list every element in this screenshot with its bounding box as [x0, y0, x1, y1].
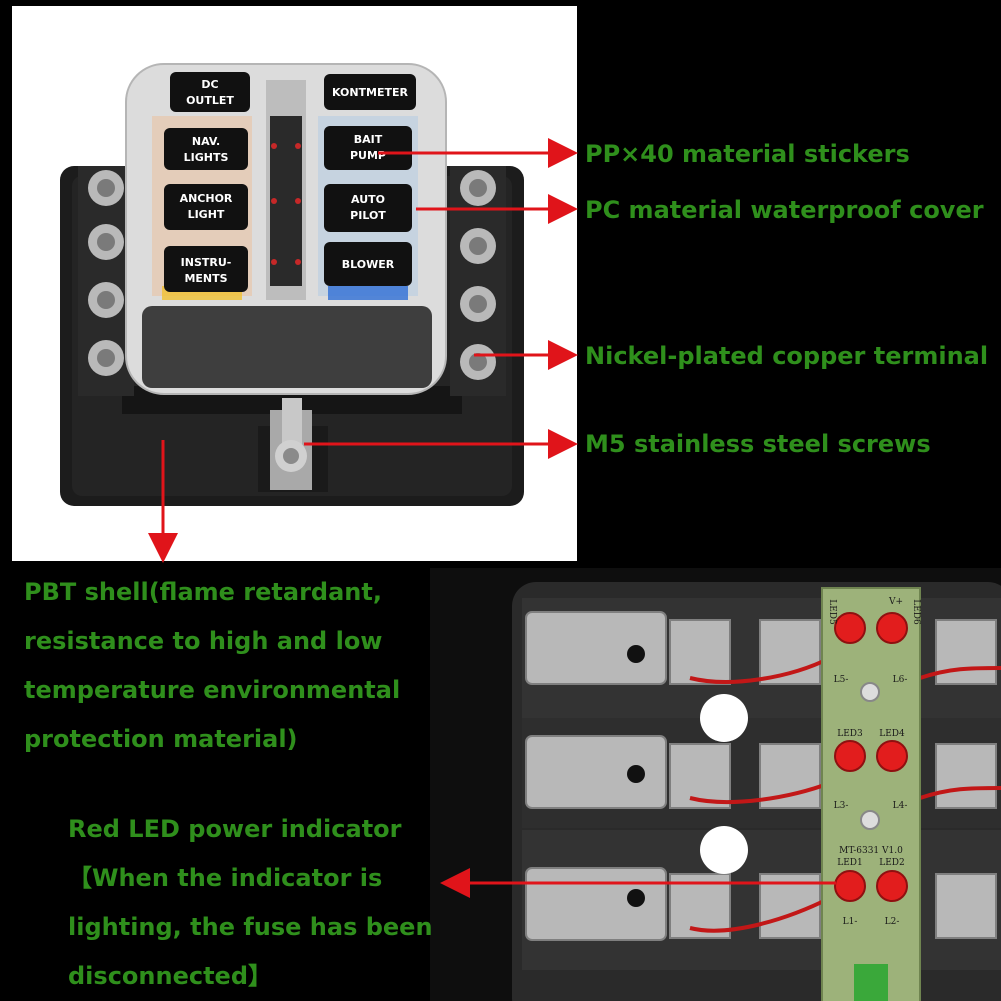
right-terminals — [450, 166, 506, 396]
sticker-instruments-line1: INSTRU- — [181, 256, 232, 269]
callout-led: Red LED power indicator 【When the indica… — [68, 805, 433, 1001]
callout-cover: PC material waterproof cover — [585, 196, 984, 224]
sticker-bait-pump-line1: BAIT — [354, 133, 383, 146]
callout-terminal: Nickel-plated copper terminal — [585, 342, 989, 370]
sticker-anchor-light-line2: LIGHT — [188, 208, 225, 221]
callout-shell: PBT shell(flame retardant, resistance to… — [24, 568, 400, 764]
sticker-nav-lights-line1: NAV. — [192, 135, 220, 148]
sticker-dc-outlet-line2: OUTLET — [186, 94, 234, 107]
sticker-kontmeter: KONTMETER — [332, 86, 409, 99]
sticker-auto-pilot-line1: AUTO — [351, 193, 385, 206]
callout-led-line-4: disconnected】 — [68, 962, 273, 990]
pcb-label-led6: LED6 — [911, 599, 921, 625]
pcb-label-l1: L1- — [843, 917, 858, 927]
callout-led-line-3: lighting, the fuse has been — [68, 913, 433, 941]
pcb-label-led5: LED5 — [827, 599, 837, 625]
sticker-instruments-line2: MENTS — [184, 272, 227, 285]
sticker-dc-outlet-line1: DC — [201, 78, 218, 91]
callout-shell-line-2: resistance to high and low — [24, 627, 383, 655]
fuse-box-photo: DC OUTLET KONTMETER NAV. LIGHTS BAIT PUM… — [12, 6, 577, 561]
sticker-blower: BLOWER — [342, 258, 395, 271]
pcb-photo: V+ L5- L6- LED3 LED4 L3- L4- MT-6331 V1.… — [430, 568, 1001, 1001]
sticker-auto-pilot-line2: PILOT — [350, 209, 386, 222]
led-pcb — [821, 587, 921, 1001]
left-terminals — [78, 166, 134, 396]
callout-screws: M5 stainless steel screws — [585, 430, 931, 458]
pcb-label-l3: L3- — [834, 801, 849, 811]
sticker-bait-pump-line2: PUMP — [350, 149, 386, 162]
pcb-model-label: MT-6331 V1.0 — [839, 846, 903, 856]
pcb-label-vplus: V+ — [888, 597, 903, 607]
pcb-label-l2: L2- — [885, 917, 900, 927]
pcb-label-led3: LED3 — [837, 729, 863, 739]
callout-led-line-2: 【When the indicator is — [68, 864, 383, 892]
sticker-nav-lights-line2: LIGHTS — [184, 151, 229, 164]
pcb-label-l5: L5- — [834, 675, 849, 685]
callout-shell-line-3: temperature environmental — [24, 676, 401, 704]
callout-shell-line-1: PBT shell(flame retardant, — [24, 578, 382, 606]
pcb-label-l6: L6- — [893, 675, 908, 685]
pcb-label-led2: LED2 — [879, 858, 905, 868]
callout-led-line-1: Red LED power indicator — [68, 815, 402, 843]
pcb-label-led1: LED1 — [837, 858, 863, 868]
callout-stickers: PP×40 material stickers — [585, 140, 910, 168]
callout-shell-line-4: protection material) — [24, 725, 298, 753]
sticker-anchor-light-line1: ANCHOR — [180, 192, 233, 205]
pcb-label-led4: LED4 — [879, 729, 905, 739]
pcb-label-l4: L4- — [893, 801, 908, 811]
